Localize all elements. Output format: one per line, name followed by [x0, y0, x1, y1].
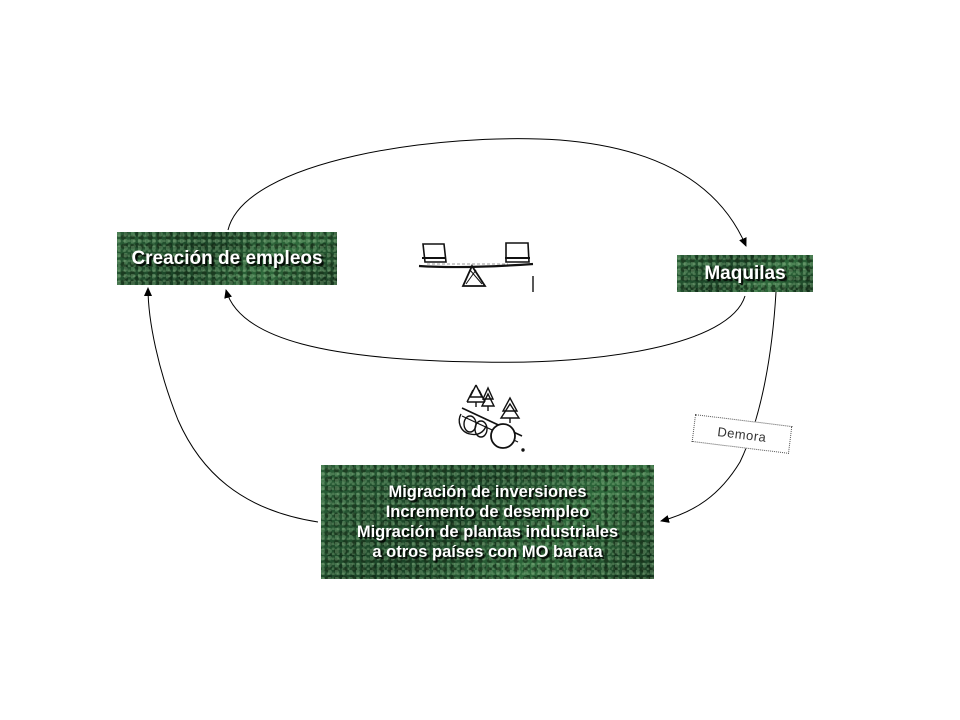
balance-seesaw-icon — [418, 242, 534, 292]
node-line: a otros países con MO barata — [372, 543, 603, 561]
edge-maquilas-to-creacion — [224, 289, 746, 363]
delay-label-text: Demora — [716, 423, 768, 445]
node-line: Migración de inversiones — [388, 483, 587, 501]
node-line: Migración de plantas industriales — [356, 523, 619, 541]
edge-maquilas-to-migracion — [660, 291, 777, 523]
edge-migracion-to-creacion — [144, 287, 319, 523]
node-line: Incremento de desempleo — [385, 503, 590, 521]
node-label: Creación de empleos — [131, 247, 323, 269]
node-label: Maquilas — [704, 262, 786, 284]
node-maquilas: Maquilas — [677, 255, 813, 292]
snowball-rolling-downhill-icon — [458, 384, 525, 452]
node-migracion-de-inversiones: Migración de inversiones Incremento de d… — [321, 465, 654, 579]
node-creacion-de-empleos: Creación de empleos — [117, 232, 337, 285]
edge-creacion-to-maquilas — [227, 138, 747, 247]
